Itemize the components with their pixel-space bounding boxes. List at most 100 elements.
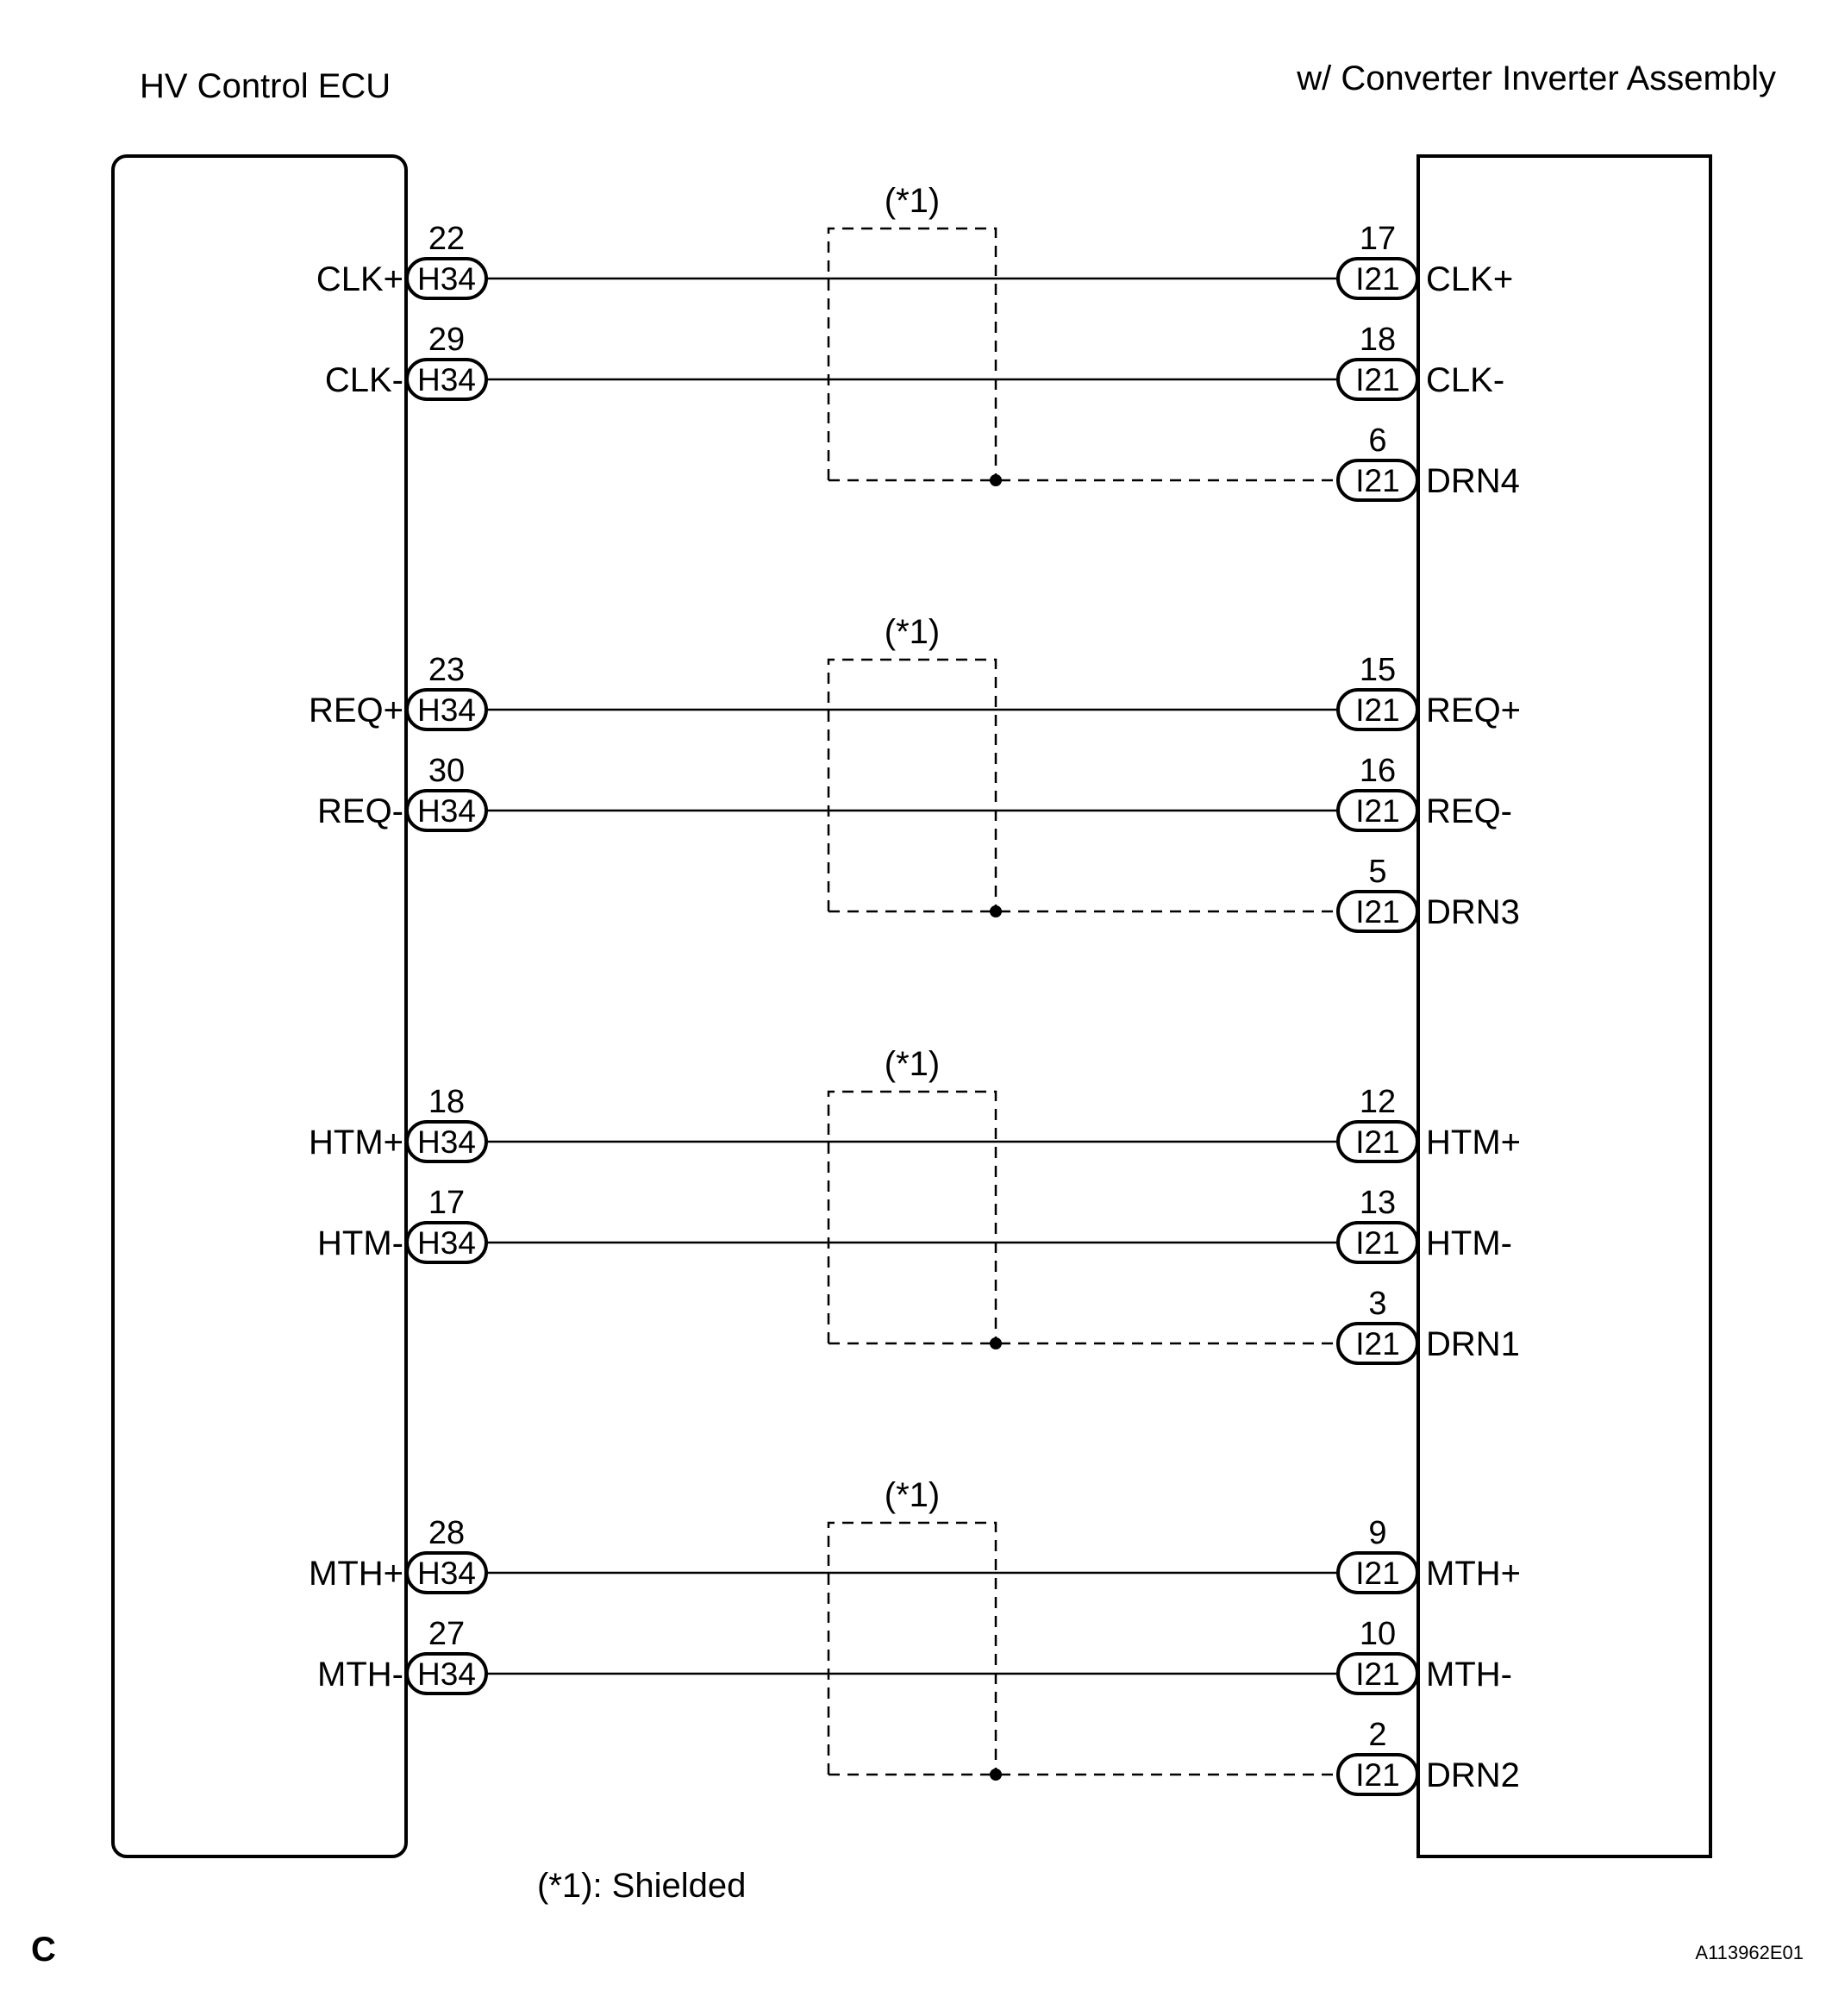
- legend-text: (*1): Shielded: [537, 1867, 746, 1905]
- left-connector-g4-s2-pill: [405, 1652, 488, 1695]
- drain-junction-dot-3: [990, 1337, 1002, 1349]
- right-component-title: w/ Converter Inverter Assembly: [1296, 59, 1776, 97]
- right-connector-g2-s1-label: I21: [1355, 692, 1399, 728]
- right-connector-g2-drain-label: I21: [1355, 894, 1399, 930]
- left-component-title: HV Control ECU: [140, 67, 391, 105]
- shield-marker-1: (*1): [885, 182, 940, 220]
- right-connector-g1-drain-label: I21: [1355, 463, 1399, 498]
- left-connector-g4-s1-pill: [405, 1551, 488, 1594]
- right-connector-g2-s2-label: I21: [1355, 793, 1399, 829]
- converter-inverter-assembly-box: [1416, 154, 1712, 1858]
- left-connector-g4-s1-label: H34: [417, 1556, 476, 1591]
- drain-junction-dot-2: [990, 905, 1002, 917]
- left-connector-g2-s1-label: H34: [417, 692, 476, 728]
- left-connector-g1-s1-label: H34: [417, 261, 476, 297]
- right-pin-g2-s1: 15: [1360, 652, 1396, 688]
- left-connector-g1-s2-label: H34: [417, 362, 476, 398]
- right-pin-g3-drain: 3: [1368, 1286, 1386, 1322]
- left-signal-label-g1-s1: CLK+: [316, 260, 403, 298]
- right-connector-g1-drain-pill: [1336, 459, 1419, 502]
- right-signal-label-g4-s1: MTH+: [1426, 1555, 1521, 1593]
- drain-junction-dot-1: [990, 474, 1002, 486]
- right-connector-g3-s1-pill: [1336, 1120, 1419, 1163]
- right-pin-g1-drain: 6: [1368, 423, 1386, 459]
- left-connector-g3-s1-pill: [405, 1120, 488, 1163]
- right-pin-g1-s2: 18: [1360, 322, 1396, 358]
- right-connector-g2-s2-pill: [1336, 789, 1419, 832]
- left-signal-label-g3-s2: HTM-: [317, 1224, 403, 1262]
- right-connector-g4-s1-label: I21: [1355, 1556, 1399, 1591]
- left-connector-g1-s2-pill: [405, 358, 488, 401]
- drain-label-1: DRN4: [1426, 462, 1520, 500]
- right-connector-g4-s2-pill: [1336, 1652, 1419, 1695]
- right-pin-g4-s2: 10: [1360, 1616, 1396, 1652]
- right-connector-g4-drain-label: I21: [1355, 1757, 1399, 1793]
- right-signal-label-g3-s1: HTM+: [1426, 1124, 1521, 1161]
- right-connector-g4-s2-label: I21: [1355, 1656, 1399, 1692]
- left-connector-g3-s2-label: H34: [417, 1225, 476, 1261]
- left-pin-g4-s1: 28: [428, 1515, 465, 1551]
- left-signal-label-g3-s1: HTM+: [309, 1124, 403, 1161]
- right-connector-g4-s1-pill: [1336, 1551, 1419, 1594]
- left-signal-label-g2-s1: REQ+: [309, 692, 403, 729]
- shield-marker-2: (*1): [885, 613, 940, 651]
- right-connector-g1-s2-label: I21: [1355, 362, 1399, 398]
- right-signal-label-g3-s2: HTM-: [1426, 1224, 1512, 1262]
- shield-marker-3: (*1): [885, 1045, 940, 1083]
- right-signal-label-g1-s2: CLK-: [1426, 361, 1504, 399]
- hv-control-ecu-box: [111, 154, 408, 1858]
- left-signal-label-g1-s2: CLK-: [325, 361, 403, 399]
- drain-label-2: DRN3: [1426, 893, 1520, 931]
- left-connector-g2-s2-pill: [405, 789, 488, 832]
- right-connector-g3-s2-label: I21: [1355, 1225, 1399, 1261]
- left-connector-g2-s2-label: H34: [417, 793, 476, 829]
- right-signal-label-g2-s1: REQ+: [1426, 692, 1521, 729]
- right-pin-g3-s1: 12: [1360, 1084, 1396, 1120]
- shield-outline-4: [827, 1521, 997, 1775]
- drain-label-4: DRN2: [1426, 1756, 1520, 1794]
- right-connector-g1-s1-label: I21: [1355, 261, 1399, 297]
- right-pin-g4-s1: 9: [1368, 1515, 1386, 1551]
- right-connector-g2-s1-pill: [1336, 688, 1419, 731]
- left-pin-g2-s1: 23: [428, 652, 465, 688]
- left-pin-g1-s2: 29: [428, 322, 465, 358]
- left-connector-g3-s1-label: H34: [417, 1124, 476, 1160]
- left-pin-g2-s2: 30: [428, 753, 465, 789]
- right-connector-g3-s2-pill: [1336, 1221, 1419, 1264]
- shield-outline-3: [827, 1090, 997, 1343]
- right-signal-label-g4-s2: MTH-: [1426, 1656, 1512, 1694]
- left-signal-label-g4-s2: MTH-: [317, 1656, 403, 1694]
- right-signal-label-g1-s1: CLK+: [1426, 260, 1513, 298]
- left-connector-g3-s2-pill: [405, 1221, 488, 1264]
- right-pin-g1-s1: 17: [1360, 221, 1396, 257]
- left-pin-g4-s2: 27: [428, 1616, 465, 1652]
- shield-outline-1: [827, 227, 997, 480]
- right-pin-g4-drain: 2: [1368, 1717, 1386, 1753]
- drain-label-3: DRN1: [1426, 1325, 1520, 1363]
- right-signal-label-g2-s2: REQ-: [1426, 792, 1512, 830]
- right-pin-g2-s2: 16: [1360, 753, 1396, 789]
- figure-id: A113962E01: [1695, 1942, 1804, 1963]
- right-connector-g3-s1-label: I21: [1355, 1124, 1399, 1160]
- shield-outline-2: [827, 658, 997, 911]
- left-connector-g1-s1-pill: [405, 257, 488, 300]
- right-connector-g1-s2-pill: [1336, 358, 1419, 401]
- shield-marker-4: (*1): [885, 1476, 940, 1514]
- right-connector-g4-drain-pill: [1336, 1753, 1419, 1796]
- right-connector-g2-drain-pill: [1336, 890, 1419, 933]
- left-connector-g2-s1-pill: [405, 688, 488, 731]
- left-pin-g3-s2: 17: [428, 1185, 465, 1221]
- right-connector-g3-drain-label: I21: [1355, 1326, 1399, 1362]
- drain-junction-dot-4: [990, 1769, 1002, 1781]
- left-signal-label-g4-s1: MTH+: [309, 1555, 403, 1593]
- right-connector-g3-drain-pill: [1336, 1322, 1419, 1365]
- left-connector-g4-s2-label: H34: [417, 1656, 476, 1692]
- right-connector-g1-s1-pill: [1336, 257, 1419, 300]
- left-pin-g1-s1: 22: [428, 221, 465, 257]
- right-pin-g2-drain: 5: [1368, 854, 1386, 890]
- right-pin-g3-s2: 13: [1360, 1185, 1396, 1221]
- corner-letter: C: [31, 1931, 56, 1969]
- left-signal-label-g2-s2: REQ-: [317, 792, 403, 830]
